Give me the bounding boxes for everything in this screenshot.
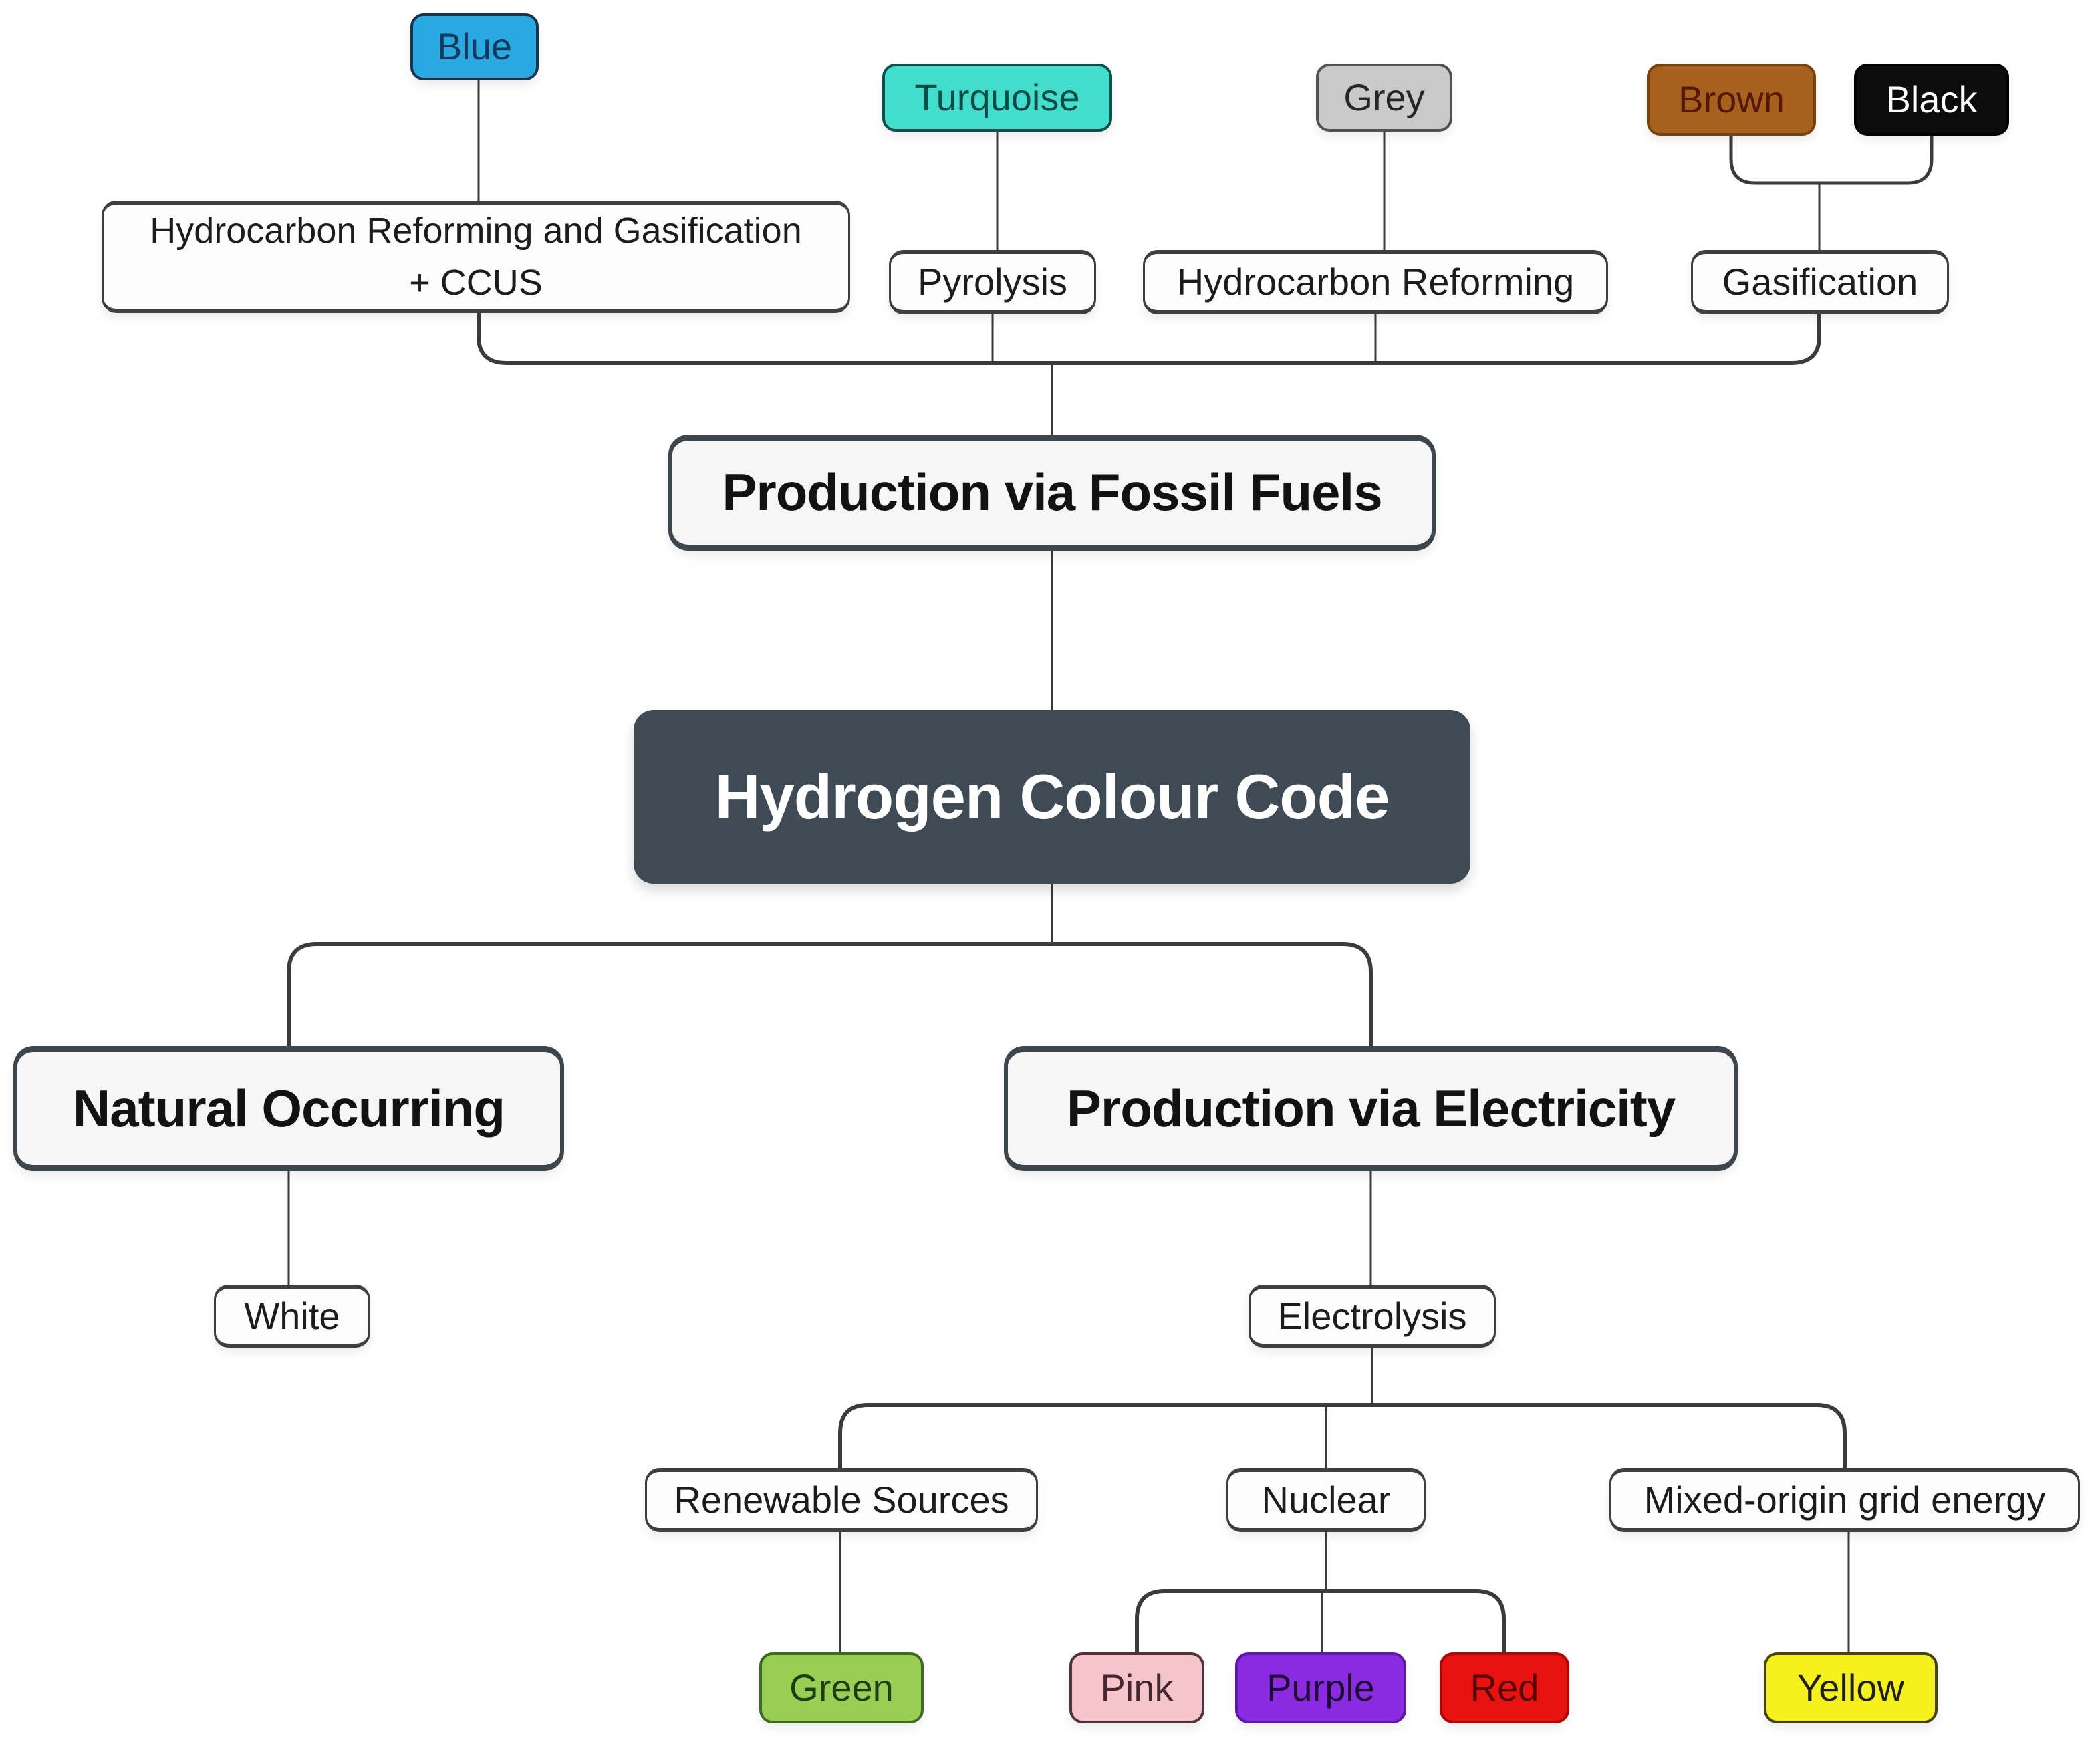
node-label: Blue (436, 25, 513, 68)
bus-fossil (477, 313, 1821, 365)
node-production-via-electricity: Production via Electricity (1004, 1046, 1738, 1171)
node-label: Pink (1100, 1666, 1174, 1709)
node-hydrogen-colour-code-root: Hydrogen Colour Code (634, 710, 1470, 884)
node-label: Grey (1343, 76, 1425, 119)
node-gasification: Gasification (1691, 250, 1949, 314)
node-label: Production via Electricity (1066, 1078, 1676, 1138)
node-label: Black (1885, 78, 1978, 121)
node-production-via-fossil-fuels: Production via Fossil Fuels (668, 434, 1436, 551)
node-nuclear: Nuclear (1226, 1468, 1426, 1532)
node-label: White (244, 1295, 340, 1338)
node-blue-colour: Blue (410, 13, 539, 80)
node-label: Green (789, 1666, 894, 1709)
node-mixed-origin-grid-energy: Mixed-origin grid energy (1609, 1468, 2080, 1532)
node-renewable-sources: Renewable Sources (645, 1468, 1038, 1532)
node-pink-colour: Pink (1069, 1652, 1204, 1723)
node-brown-colour: Brown (1647, 64, 1816, 136)
bus-electrolysis (838, 1403, 1847, 1468)
node-reforming-gasification-ccus: Hydrocarbon Reforming and Gasification +… (102, 201, 850, 313)
node-turquoise-colour: Turquoise (882, 64, 1112, 132)
edge-brown-black-bracket (1729, 134, 1934, 185)
node-electrolysis: Electrolysis (1249, 1285, 1496, 1348)
node-label: Purple (1267, 1666, 1375, 1709)
node-hydrocarbon-reforming: Hydrocarbon Reforming (1143, 250, 1608, 314)
node-label: Gasification (1722, 261, 1918, 303)
node-green-colour: Green (759, 1652, 924, 1723)
node-label: Renewable Sources (674, 1479, 1009, 1521)
node-label: Electrolysis (1277, 1295, 1467, 1338)
node-label: Nuclear (1261, 1479, 1391, 1521)
node-pyrolysis: Pyrolysis (889, 250, 1096, 314)
bus-lower (287, 942, 1373, 1046)
node-grey-colour: Grey (1316, 64, 1452, 132)
bracket-nuclear (1135, 1589, 1506, 1652)
node-natural-occurring: Natural Occurring (13, 1046, 564, 1171)
node-label: Turquoise (914, 76, 1080, 119)
node-label-line1: Hydrocarbon Reforming and Gasification (150, 211, 802, 251)
node-red-colour: Red (1440, 1652, 1569, 1723)
node-purple-colour: Purple (1235, 1652, 1406, 1723)
node-label: Hydrocarbon Reforming (1176, 261, 1575, 303)
node-label: Hydrogen Colour Code (714, 761, 1390, 832)
node-white-colour: White (214, 1285, 370, 1348)
node-label: Red (1470, 1666, 1539, 1709)
node-label: Production via Fossil Fuels (722, 463, 1382, 522)
node-label: Pyrolysis (917, 261, 1068, 303)
node-label: Yellow (1797, 1666, 1904, 1709)
node-label: Brown (1678, 78, 1785, 121)
node-label: Mixed-origin grid energy (1644, 1479, 2046, 1521)
node-label-line2: + CCUS (409, 263, 543, 303)
node-label: Natural Occurring (72, 1078, 505, 1138)
node-black-colour: Black (1854, 64, 2009, 136)
node-yellow-colour: Yellow (1764, 1652, 1938, 1723)
